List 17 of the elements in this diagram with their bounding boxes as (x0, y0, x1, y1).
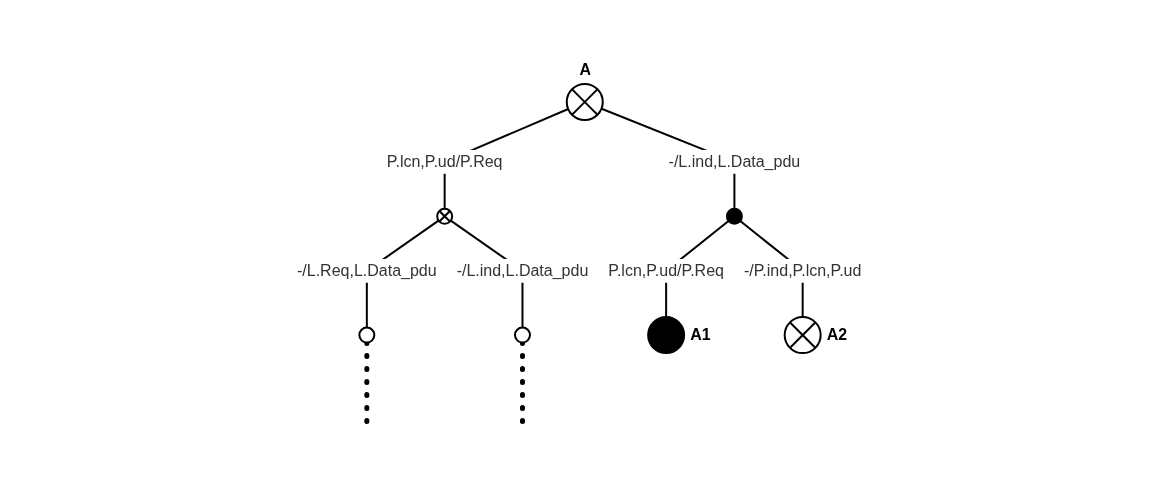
node-label: A (579, 61, 591, 79)
edge-label: -/P.ind,P.lcn,P.ud (743, 262, 862, 280)
node-circle (358, 326, 376, 344)
node-label: A1 (689, 326, 711, 344)
node-circle (725, 208, 743, 226)
node-circle (783, 316, 822, 355)
edge-label: P.lcn,P.ud/P.Req (386, 153, 503, 171)
edge-label: -/L.Req,L.Data_pdu (296, 262, 437, 280)
edge-label: -/L.ind,L.Data_pdu (456, 262, 589, 280)
edge-label: P.lcn,P.ud/P.Req (608, 262, 724, 280)
node-circle (513, 326, 531, 344)
edge-label: -/L.ind,L.Data_pdu (668, 153, 801, 171)
connector (364, 340, 370, 426)
node-circle (565, 83, 604, 122)
node-circle (646, 316, 685, 355)
connector (519, 340, 525, 426)
node-label: A2 (826, 326, 847, 344)
